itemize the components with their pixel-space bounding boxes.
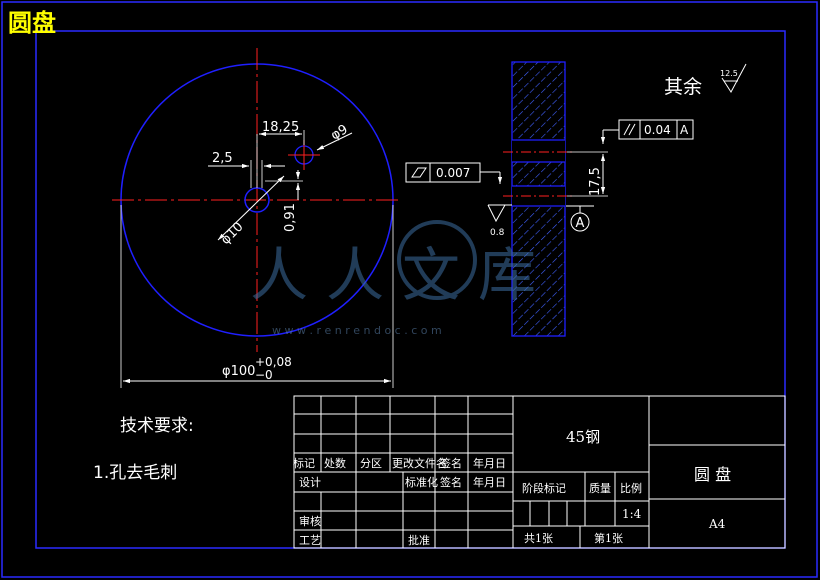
title-block-text: 标记 处数 分区 更改文件名 签名 年月日 设计 标准化 签名 年月日 审核 工… [293,428,731,547]
tb-material: 45钢 [566,428,600,446]
flatness-value: 0.007 [436,166,470,180]
parallel-icon [623,123,631,136]
dim-d10: φ10 [218,219,246,247]
tb-process: 工艺 [299,534,321,547]
dim-2-5: 2,5 [212,151,233,166]
tb-sign: 签名 [440,475,462,489]
watermark-url: w w w . r e n r e n d o c . c o m [272,324,442,337]
parallelism-datum: A [680,123,689,137]
tb-stage: 阶段标记 [522,481,566,495]
parallelism-value: 0.04 [644,123,671,137]
tech-heading: 技术要求: [120,416,194,436]
disc-front-view: 18,25 2,5 0,91 φ9 φ10 φ100 +0,08 −0 [112,48,402,388]
hole-roughness-icon [487,204,506,223]
tb-label-zone: 分区 [360,457,382,470]
datum-a-label: A [576,216,585,231]
dim-d100: φ100 [222,364,255,379]
leader-d10 [217,175,285,241]
tb-label-count: 处数 [324,457,346,470]
tb-sheet-no: 第1张 [594,531,623,545]
tb-total-sheets: 共1张 [524,532,553,545]
tb-paper-size: A4 [708,517,726,531]
tb-review: 审核 [299,514,321,528]
dim-18-25: 18,25 [262,120,299,135]
tb-standardize: 标准化 [405,475,438,489]
dim-d9: φ9 [329,122,351,143]
tb-label-mark: 标记 [293,456,315,470]
watermark: 人人文库 w w w . r e n r e n d o c . c o m [250,220,554,337]
global-roughness-value: 12.5 [720,69,738,78]
dim-0-91: 0,91 [283,203,298,232]
leader-d9 [316,132,353,151]
flatness-icon [411,167,427,178]
qiyu-label: 其余 [664,76,702,98]
dim-d100-upper-tol: +0,08 [255,355,292,369]
tb-scale: 1:4 [622,507,642,521]
tech-item-1: 1.孔去毛刺 [93,463,177,483]
datum-a-symbol [570,212,590,232]
drawing-title: 圆盘 [8,9,56,37]
tb-label-date: 年月日 [473,456,506,470]
dim-17-5: 17,5 [588,167,603,196]
tb-date: 年月日 [473,475,506,489]
global-roughness-icon [721,63,747,93]
tb-approve: 批准 [408,533,430,547]
tb-label-sign: 签名 [440,456,462,470]
hole-roughness-value: 0.8 [490,228,505,238]
tb-part-name: 圆 盘 [694,465,731,484]
title-block [293,395,786,549]
disc-section-view: 17,5 A 0.04 A 0.007 0.8 [405,61,694,337]
watermark-text: 人人文库 [250,241,554,309]
tb-label-change-doc: 更改文件名 [392,456,447,470]
dim-d100-lower-tol: −0 [255,368,273,382]
tb-design: 设计 [299,476,321,489]
tb-ratio: 比例 [620,481,642,495]
tb-weight: 质量 [589,482,611,495]
